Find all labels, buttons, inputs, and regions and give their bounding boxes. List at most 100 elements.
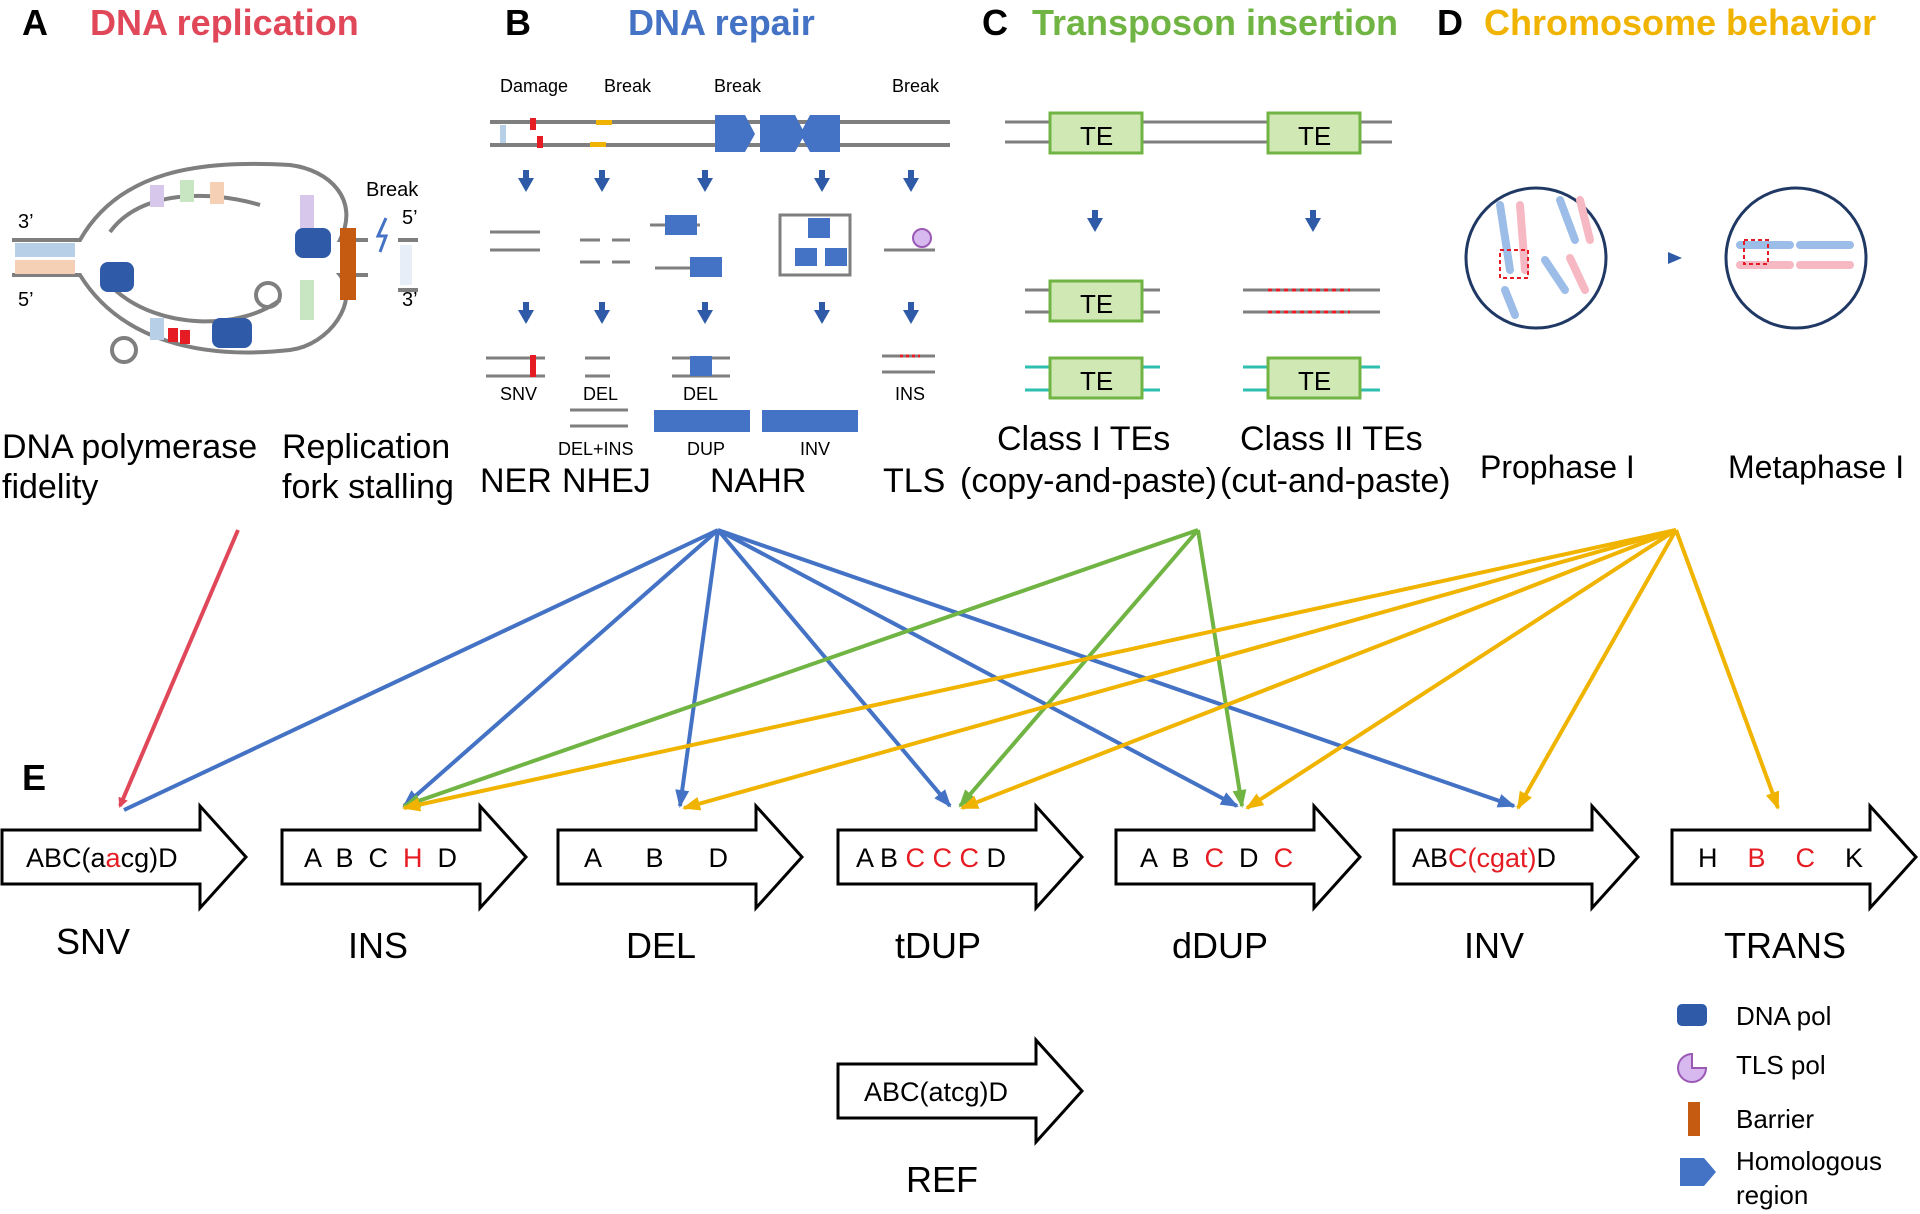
arrow-a-snv (118, 529, 240, 808)
mechanism-nahr: NAHR (710, 462, 806, 500)
legend-label-homologous-2: region (1736, 1180, 1808, 1210)
panel-c-header: C Transposon insertion (982, 2, 1398, 43)
panel-b-header: B DNA repair (505, 2, 815, 43)
variant-seq-inv: ABC(cgat)D (1412, 843, 1556, 873)
variant-label-ins: INS (348, 925, 408, 966)
variant-label-snv: SNV (56, 921, 130, 962)
arrow-b-tdup (716, 528, 952, 808)
variant-seq-tdup: A B C C C D (856, 843, 1006, 873)
end-3-right: 3’ (402, 289, 418, 311)
variant-label-ddup: dDUP (1172, 925, 1268, 966)
caption-fork-stalling-2: fork stalling (282, 468, 454, 506)
variant-seq-trans: H B C K (1698, 843, 1863, 873)
arrow-b-ddup (717, 528, 1239, 808)
del-product-mark (690, 356, 712, 376)
reference-sequence: ABC(atcg)D REF (836, 1036, 1085, 1200)
variant-arrow-ddup (1114, 802, 1363, 912)
repair-down-arrows (518, 170, 919, 324)
variant-del: A B D DEL (556, 802, 805, 966)
caption-fork-stalling-1: Replication (282, 428, 450, 466)
te-label-3: TE (1080, 289, 1113, 319)
panel-letter-a: A (22, 2, 48, 43)
variant-label-tdup: tDUP (895, 925, 981, 966)
class1-label-1: Class I TEs (997, 420, 1170, 458)
break-label-b2: Break (714, 76, 762, 96)
variant-label-inv: INV (1464, 925, 1524, 966)
barrier-icon (340, 228, 356, 300)
repair-intermediate-marks (665, 215, 847, 277)
panel-title-c: Transposon insertion (1032, 2, 1398, 43)
class2-label-1: Class II TEs (1240, 420, 1423, 458)
end-5-right: 5’ (402, 207, 418, 229)
te-down-arrows (1087, 210, 1321, 232)
variant-label-trans: TRANS (1724, 925, 1846, 966)
variant-seq-ddup: A B C D C (1140, 843, 1293, 873)
repair-out-delins: DEL+INS (558, 439, 634, 459)
arrow-b-snv (123, 528, 719, 812)
legend-label-homologous-1: Homologous (1736, 1146, 1882, 1176)
variant-arrow-ins (280, 802, 529, 912)
reference-label: REF (906, 1159, 978, 1200)
arrow-d-trans (1674, 529, 1780, 810)
te-label-2: TE (1298, 121, 1331, 151)
panel-a-header: A DNA replication (22, 2, 359, 43)
arrow-c-ins (402, 528, 1199, 808)
class1-label-2: (copy-and-paste) (960, 462, 1217, 500)
arrow-d-tdup (960, 528, 1677, 810)
snv-product-mark (530, 355, 536, 377)
panel-letter-b: B (505, 2, 531, 43)
variant-arrow-tdup (836, 802, 1085, 912)
te-label-4: TE (1080, 366, 1113, 396)
prophase-cell (1464, 186, 1608, 330)
variant-inv: ABC(cgat)D INV (1392, 802, 1641, 966)
legend-barrier-icon (1688, 1102, 1700, 1136)
panel-letter-c: C (982, 2, 1008, 43)
variant-arrow-inv (1392, 802, 1641, 912)
arrow-b-inv (717, 528, 1516, 808)
repair-out-del-1: DEL (583, 384, 618, 404)
caption-polymerase-fidelity-1: DNA polymerase (2, 428, 257, 466)
variant-trans: H B C K TRANS (1670, 802, 1919, 966)
te-label-1: TE (1080, 121, 1113, 151)
repair-out-snv: SNV (500, 384, 537, 404)
break-label-b1: Break (604, 76, 652, 96)
base-pairs (15, 180, 412, 344)
replication-bubble (12, 161, 418, 364)
variant-ins: A B C H D INS (280, 802, 529, 966)
arrow-b-ins (402, 528, 720, 808)
arrow-c-ddup (1196, 529, 1247, 808)
mechanism-tls: TLS (883, 462, 945, 500)
legend-homologous-region-icon (1680, 1158, 1716, 1186)
repair-out-ins: INS (895, 384, 925, 404)
phase-transition-arrow (1668, 252, 1682, 264)
variant-seq-snv: ABC(aacg)D (26, 843, 178, 873)
panel-letter-d: D (1437, 2, 1463, 43)
legend-label-tls-pol: TLS pol (1736, 1050, 1826, 1080)
variant-label-del: DEL (626, 925, 696, 966)
prophase-chromosomes (1496, 196, 1594, 319)
metaphase-chromosomes (1736, 241, 1854, 269)
end-5-left: 5’ (18, 289, 34, 311)
te-label-5: TE (1298, 366, 1331, 396)
te-boxes (1048, 111, 1362, 400)
break-label-b3: Break (892, 76, 940, 96)
variant-tdup: A B C C C D tDUP (836, 802, 1085, 966)
dup-product-mark (654, 410, 750, 432)
dna-pol-icon (100, 228, 331, 348)
metaphase-cell (1724, 186, 1868, 330)
panel-d-header: D Chromosome behavior (1437, 2, 1876, 43)
legend-dna-pol-icon (1677, 1004, 1707, 1026)
inv-product-mark (762, 410, 858, 432)
metaphase-highlight (1743, 239, 1769, 265)
panel-title-b: DNA repair (628, 2, 815, 43)
variant-seq-del: A B D (584, 843, 728, 873)
reference-arrow (836, 1036, 1085, 1146)
break-label-a: Break (366, 179, 419, 201)
arrow-d-ddup (1245, 528, 1678, 810)
mechanism-ner: NER (480, 462, 552, 500)
repair-out-del-2: DEL (683, 384, 718, 404)
connection-arrows (118, 528, 1780, 812)
reference-seq: ABC(atcg)D (864, 1077, 1008, 1107)
homologous-region-icon (715, 115, 840, 152)
variant-arrow-snv (0, 802, 249, 912)
